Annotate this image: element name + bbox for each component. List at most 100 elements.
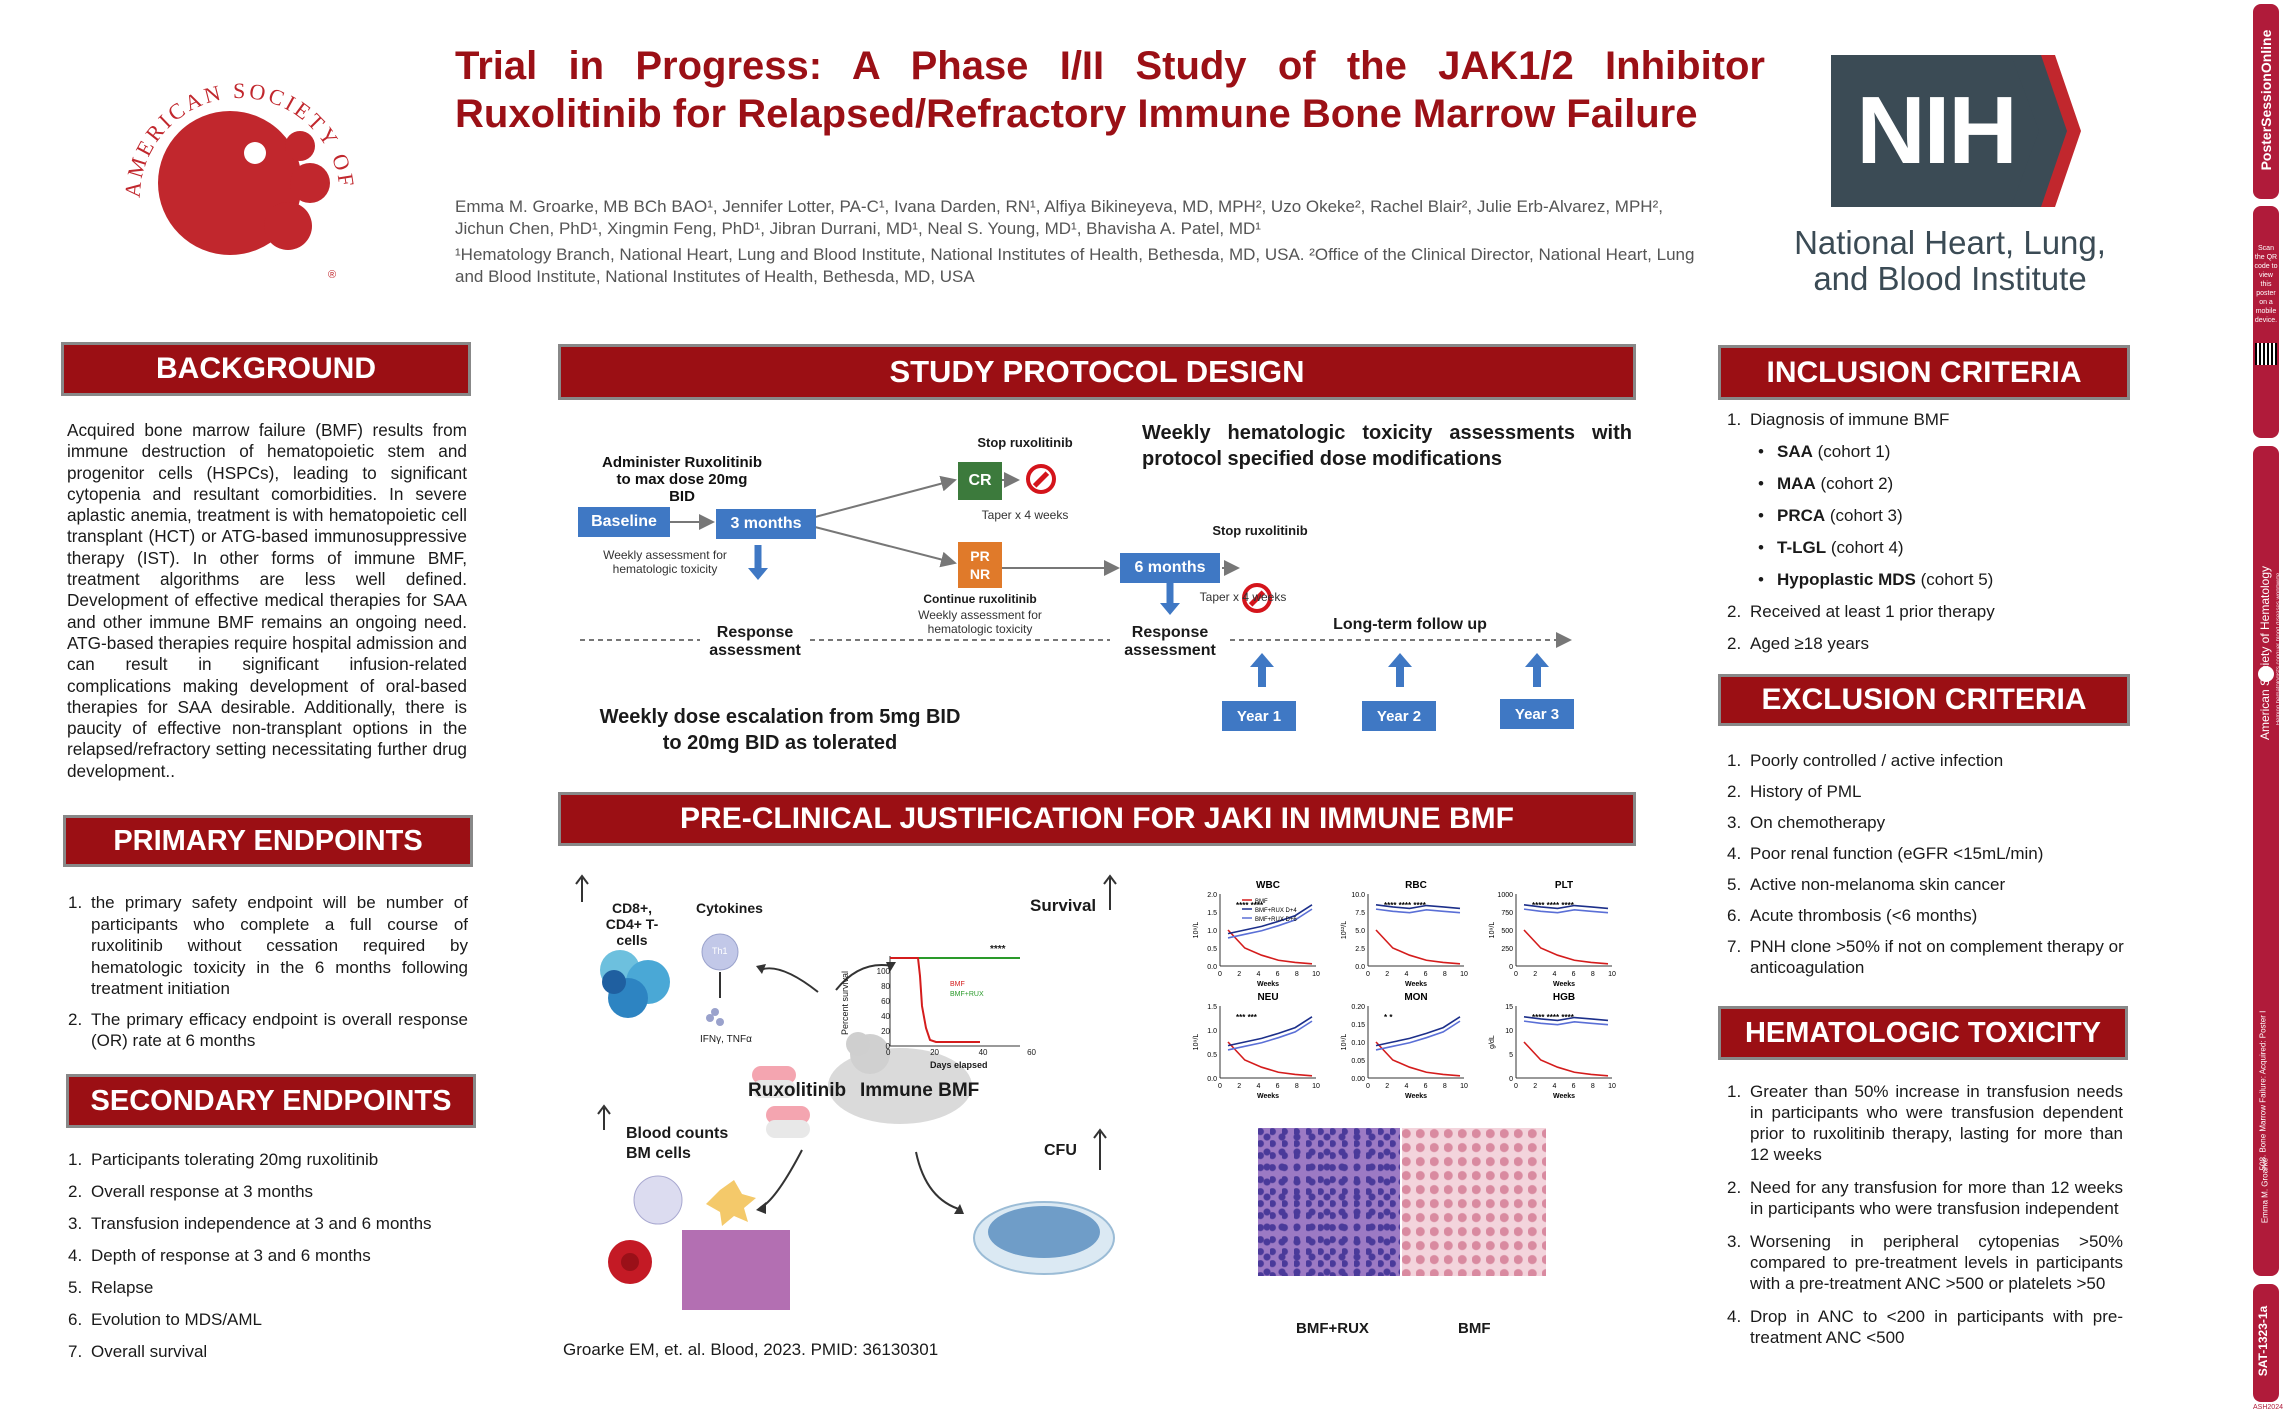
panel-unit: 10⁹/L: [1193, 922, 1200, 939]
panel-xtick: 10: [1460, 971, 1468, 978]
ruxolitinib-label: Ruxolitinib: [748, 1080, 847, 1101]
poster-id-panel: SAT-1323-1a: [2253, 1284, 2279, 1402]
inclusion-heading: INCLUSION CRITERIA: [1718, 345, 2130, 400]
panel-series-line: [1227, 908, 1313, 939]
panel-xtick: 8: [1591, 1083, 1595, 1090]
tcells-label: CD8+, CD4+ T-cells: [605, 900, 659, 948]
poster-session-badge[interactable]: PosterSessionOnline: [2253, 4, 2279, 199]
secondary-endpoints-list: 1.Participants tolerating 20mg ruxolitin…: [68, 1150, 468, 1374]
panel-ytick: 1.0: [1207, 928, 1217, 935]
panel-series-line: [1523, 1020, 1609, 1026]
list-item: 2.History of PML: [1727, 782, 1862, 801]
panel-ytick: 2.0: [1207, 892, 1217, 899]
panel-xtick: 6: [1572, 1083, 1576, 1090]
author-list: Emma M. Groarke, MB BCh BAO¹, Jennifer L…: [455, 197, 1663, 238]
panel-xtick: 2: [1533, 971, 1537, 978]
panel-xtick: 8: [1295, 1083, 1299, 1090]
list-item: 5.Relapse: [68, 1278, 154, 1297]
panel-ytick: 15: [1505, 1004, 1513, 1011]
histology-bmf-rux: [1258, 1128, 1400, 1276]
panel-xtick: 4: [1256, 971, 1260, 978]
panel-xtick: 2: [1237, 1083, 1241, 1090]
panel-title: PLT: [1555, 880, 1573, 891]
list-item: PRCA (cohort 3): [1727, 506, 2127, 538]
citation: Groarke EM, et. al. Blood, 2023. PMID: 3…: [563, 1340, 939, 1359]
session-info-panel: American Society of Hematology Helping h…: [2253, 446, 2282, 1276]
panel-xtick: 8: [1295, 971, 1299, 978]
panel-ytick: 10.0: [1351, 892, 1365, 899]
panel-xtick: 0: [1514, 1083, 1518, 1090]
legend-label: BMF+RUX D+4: [1255, 908, 1297, 914]
schematic-art: [575, 874, 1117, 1310]
panel-ytick: 250: [1501, 946, 1513, 953]
panel-series-line: [1375, 1016, 1461, 1047]
list-item: 3.On chemotherapy: [1727, 813, 1886, 832]
panel-series-line: [1375, 1041, 1461, 1077]
panel-unit: 10⁹/L: [1341, 1034, 1348, 1051]
panel-title: HGB: [1553, 992, 1575, 1003]
ash-mini-logo: [2258, 666, 2274, 682]
hematologic-heading: HEMATOLOGIC TOXICITY: [1718, 1006, 2128, 1060]
panel-ytick: 0.0: [1207, 1076, 1217, 1083]
panel-ytick: 0.5: [1207, 1052, 1217, 1059]
list-item: 2.Received at least 1 prior therapy: [1727, 602, 1995, 621]
list-item: 2.Aged ≥18 years: [1727, 634, 1869, 653]
panel-series-line: [1375, 908, 1461, 914]
panel-xtick: 6: [1572, 971, 1576, 978]
panel-xtick: 0: [1366, 971, 1370, 978]
panel-series-line: [1375, 904, 1461, 910]
panel-xtick: 6: [1424, 1083, 1428, 1090]
exclusion-heading: EXCLUSION CRITERIA: [1718, 674, 2130, 726]
panel-xlabel: Weeks: [1553, 1093, 1575, 1100]
panel-series-line: [1227, 1020, 1313, 1051]
stop-icon: [1026, 464, 1056, 494]
panel-xtick: 6: [1276, 1083, 1280, 1090]
inclusion-list: 1.Diagnosis of immune BMF SAA (cohort 1)…: [1727, 410, 2127, 666]
panel-unit: 10¹²/L: [1341, 921, 1348, 939]
list-item: 4.Depth of response at 3 and 6 months: [68, 1246, 371, 1265]
background-heading: BACKGROUND: [61, 342, 471, 396]
list-item: 6.Evolution to MDS/AML: [68, 1310, 263, 1329]
list-item: MAA (cohort 2): [1727, 474, 2127, 506]
weekly-assess-label: Weekly assessment for hematologic toxici…: [603, 548, 727, 576]
panel-xlabel: Weeks: [1553, 981, 1575, 988]
list-item: Hypoplastic MDS (cohort 5): [1727, 570, 2127, 602]
panel-series-line: [1227, 904, 1313, 935]
panel-xlabel: Weeks: [1257, 1093, 1279, 1100]
svg-text:®: ®: [328, 269, 336, 281]
six-months-box: 6 months: [1120, 553, 1220, 583]
study-protocol-heading: STUDY PROTOCOL DESIGN: [558, 344, 1636, 400]
panel-xtick: 0: [1514, 971, 1518, 978]
taper-label-2: Taper x 4 weeks: [1199, 590, 1287, 604]
panel-ytick: 0.10: [1351, 1040, 1365, 1047]
panel-series-line: [1523, 1041, 1609, 1077]
preclinical-schematic: CD8+, CD4+ T-cells Cytokines Th1 IFNγ, T…: [570, 870, 1130, 1320]
list-item: 5.Active non-melanoma skin cancer: [1727, 875, 2006, 894]
km-sig: ****: [990, 944, 1006, 955]
qr-code-icon[interactable]: [2255, 343, 2277, 365]
panel-ytick: 0.0: [1207, 964, 1217, 971]
panel-series-line: [1523, 908, 1609, 914]
panel-ytick: 0: [1509, 964, 1513, 971]
list-item: 1.the primary safety endpoint will be nu…: [68, 893, 468, 998]
panel-series-line: [1523, 904, 1609, 910]
list-item: 2.Need for any transfusion for more than…: [1727, 1178, 2123, 1218]
panel-ytick: 1.5: [1207, 1004, 1217, 1011]
ifn-label: IFNγ, TNFα: [700, 1034, 752, 1045]
nhlbi-name: National Heart, Lung, and Blood Institut…: [1794, 224, 2106, 297]
survival-label: Survival: [1030, 896, 1097, 915]
histo-right-label: BMF: [1458, 1320, 1491, 1337]
panel-ytick: 0.15: [1351, 1022, 1365, 1029]
stop-icon: [1242, 583, 1272, 613]
protocol-diagram: Administer Ruxolitinib to max dose 20mg …: [570, 420, 1636, 754]
panel-xtick: 2: [1533, 1083, 1537, 1090]
panel-sig: * *: [1384, 1013, 1393, 1022]
panel-series-line: [1523, 1016, 1609, 1022]
panel-xtick: 2: [1385, 1083, 1389, 1090]
hematologic-list: 1.Greater than 50% increase in transfusi…: [1727, 1081, 2123, 1360]
primary-endpoints-list: 1.the primary safety endpoint will be nu…: [68, 892, 468, 1061]
